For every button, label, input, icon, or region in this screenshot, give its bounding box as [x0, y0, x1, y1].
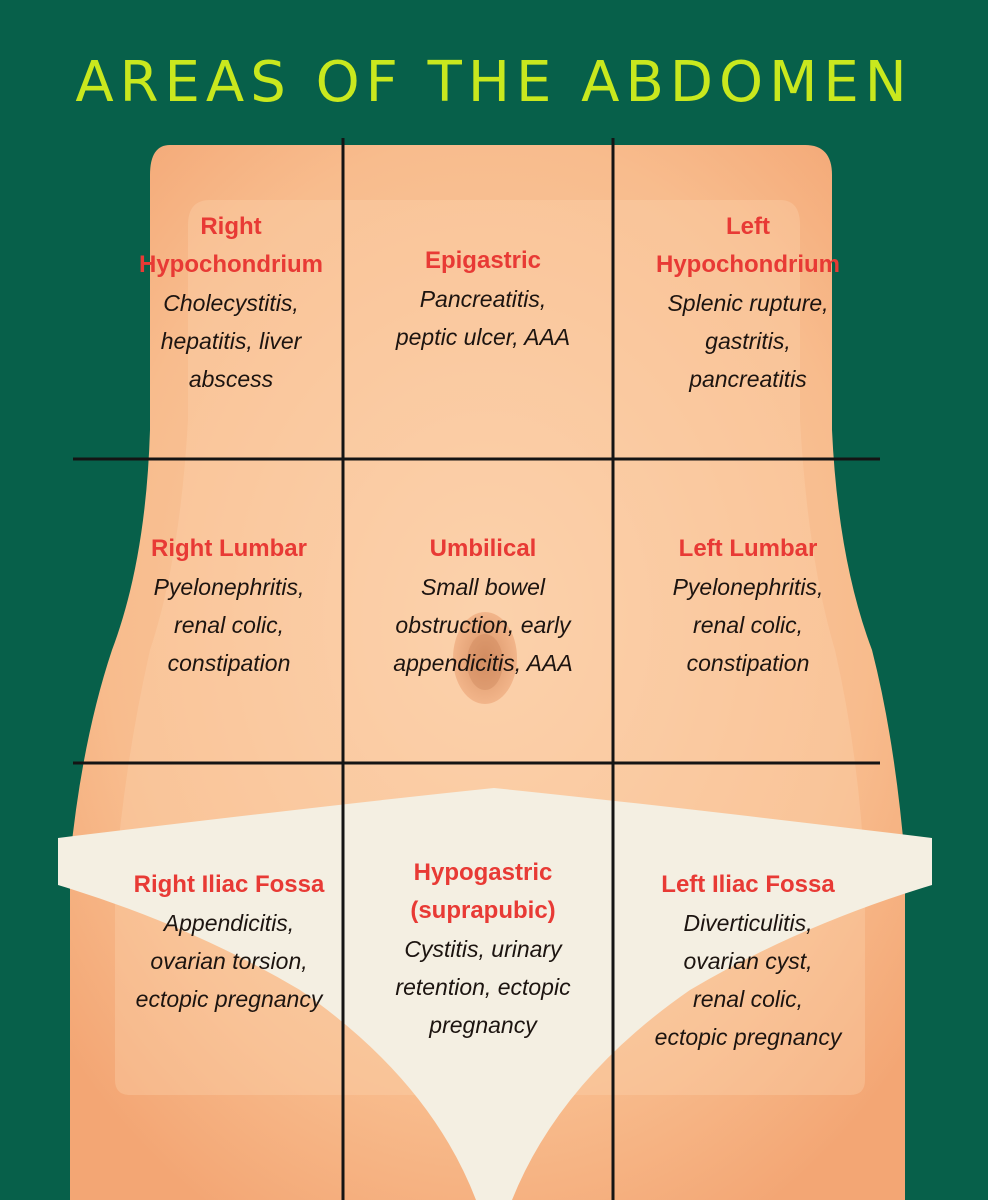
region-name: Left Iliac Fossa	[661, 871, 835, 898]
region-epigastric: Epigastric Pancreatitis, peptic ulcer, A…	[358, 242, 608, 356]
region-name: Right Hypochondrium	[139, 213, 323, 278]
region-conditions: Pancreatitis, peptic ulcer, AAA	[395, 286, 571, 350]
region-conditions: Pyelonephritis, renal colic, constipatio…	[672, 574, 824, 676]
grid-lines	[73, 138, 880, 1200]
region-conditions: Small bowel obstruction, early appendici…	[393, 574, 573, 676]
underwear	[58, 788, 932, 1200]
navel	[453, 612, 517, 704]
region-conditions: Cholecystitis, hepatitis, liver abscess	[160, 290, 302, 392]
region-right-iliac-fossa: Right Iliac Fossa Appendicitis, ovarian …	[104, 866, 354, 1018]
region-left-hypochondrium: Left Hypochondrium Splenic rupture, gast…	[623, 208, 873, 398]
region-conditions: Splenic rupture, gastritis, pancreatitis	[667, 290, 829, 392]
region-conditions: Appendicitis, ovarian torsion, ectopic p…	[135, 910, 323, 1012]
region-left-lumbar: Left Lumbar Pyelonephritis, renal colic,…	[623, 530, 873, 682]
region-left-iliac-fossa: Left Iliac Fossa Diverticulitis, ovarian…	[623, 866, 873, 1056]
navel-shadow	[467, 634, 503, 690]
region-hypogastric: Hypogastric (suprapubic) Cystitis, urina…	[358, 854, 608, 1044]
region-conditions: Diverticulitis, ovarian cyst, renal coli…	[654, 910, 842, 1050]
region-right-lumbar: Right Lumbar Pyelonephritis, renal colic…	[104, 530, 354, 682]
region-name: Right Iliac Fossa	[133, 871, 325, 898]
region-name: Umbilical	[429, 535, 537, 562]
region-right-hypochondrium: Right Hypochondrium Cholecystitis, hepat…	[106, 208, 356, 398]
region-name: Left Hypochondrium	[656, 213, 840, 278]
region-conditions: Pyelonephritis, renal colic, constipatio…	[153, 574, 305, 676]
region-name: Hypogastric (suprapubic)	[410, 859, 556, 924]
region-conditions: Cystitis, urinary retention, ectopic pre…	[395, 936, 571, 1038]
region-name: Left Lumbar	[678, 535, 818, 562]
region-name: Epigastric	[424, 247, 542, 274]
region-name: Right Lumbar	[151, 535, 307, 562]
region-umbilical: Umbilical Small bowel obstruction, early…	[358, 530, 608, 682]
page-title: AREAS OF THE ABDOMEN	[75, 50, 913, 115]
